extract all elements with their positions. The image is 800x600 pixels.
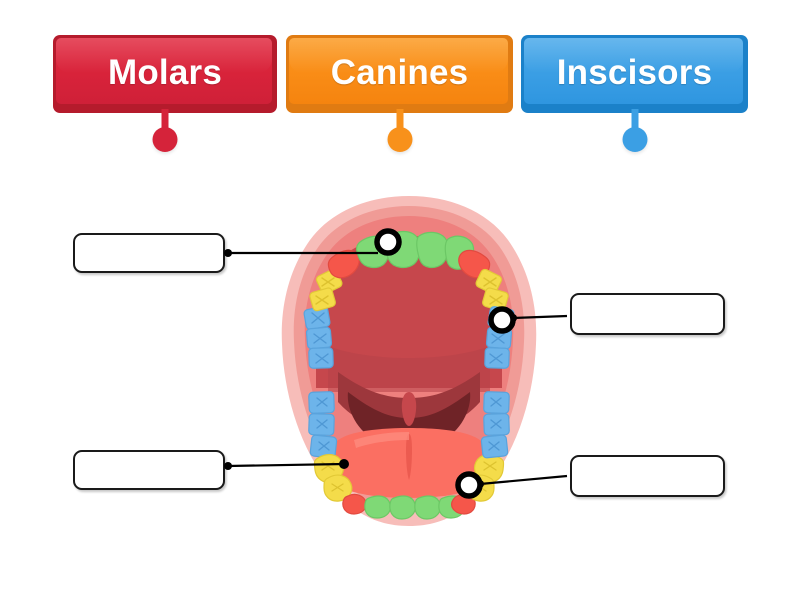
tile-pin-molars: [151, 109, 179, 159]
pin-ball: [387, 127, 412, 152]
word-tile-molars[interactable]: Molars: [53, 35, 277, 113]
upper-premolars-left-detail: [315, 277, 335, 305]
tongue-groove: [406, 434, 412, 480]
word-tile-label: Inscisors: [556, 53, 713, 92]
pin-stem: [631, 109, 638, 135]
pin-ball: [152, 127, 178, 152]
answer-box-right-upper[interactable]: [570, 293, 725, 335]
tile-pin-canines: [386, 109, 414, 159]
answer-box-bottom-left[interactable]: [73, 450, 225, 490]
upper-canine-left: [327, 249, 360, 279]
answer-box-text: [572, 295, 723, 333]
open-mouth-teeth-diagram: [281, 196, 537, 526]
answer-box-text: [75, 452, 223, 488]
word-tile-canines[interactable]: Canines: [286, 35, 513, 113]
pin-ball: [622, 127, 647, 152]
answer-box-text: [572, 457, 723, 495]
answer-box-text: [75, 235, 223, 271]
connector-anchor-dot: [224, 462, 232, 470]
pin-stem: [396, 109, 403, 135]
upper-molars-left-detail: [311, 312, 329, 364]
tongue-highlight: [354, 432, 409, 448]
lower-molars-right-detail: [488, 397, 502, 451]
pin-stem: [161, 109, 169, 135]
lower-canine-left: [342, 493, 367, 515]
upper-premolars-right-detail: [483, 277, 503, 305]
connector-anchor-dot: [224, 249, 232, 257]
answer-box-right-lower[interactable]: [570, 455, 725, 497]
word-tile-label: Molars: [107, 53, 222, 92]
word-tile-inscisors[interactable]: Inscisors: [521, 35, 748, 113]
palate: [316, 236, 502, 388]
uvula: [401, 392, 417, 426]
lower-molars-left-detail: [316, 397, 330, 451]
answer-box-top-left[interactable]: [73, 233, 225, 273]
tile-pin-inscisors: [621, 109, 649, 159]
palate-shadow: [328, 346, 490, 392]
upper-incisors: [356, 230, 475, 270]
word-tile-label: Canines: [330, 53, 469, 92]
